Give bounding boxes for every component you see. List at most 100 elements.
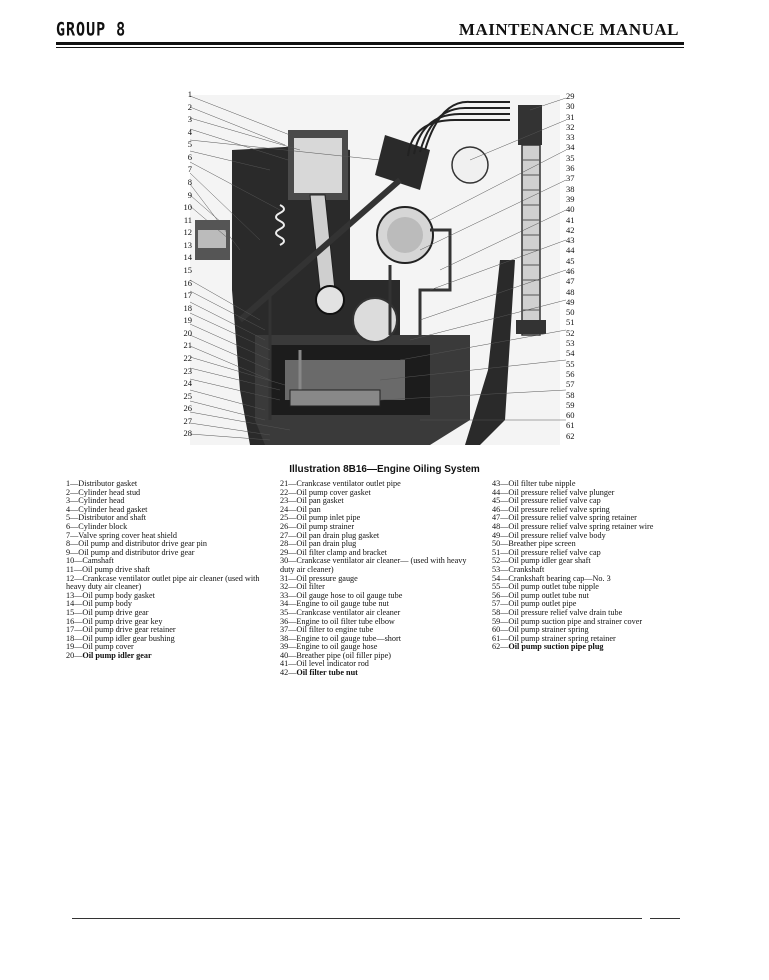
legend-number: 54 bbox=[492, 573, 501, 583]
manual-title: MAINTENANCE MANUAL bbox=[458, 20, 679, 39]
legend-item: 14—Oil pump body bbox=[66, 599, 132, 609]
legend-number: 31 bbox=[280, 573, 289, 583]
header-rule-thin bbox=[56, 47, 684, 48]
legend-item: 8—Oil pump and distributor drive gear pi… bbox=[66, 539, 207, 549]
legend-text: Oil pan drain plug bbox=[296, 539, 357, 549]
legend-number: 12 bbox=[66, 573, 75, 583]
legend-number: 50 bbox=[492, 539, 501, 549]
callout-number: 31 bbox=[566, 111, 575, 122]
legend-item: 13—Oil pump body gasket bbox=[66, 590, 155, 600]
legend-text: Oil pump idler gear shaft bbox=[508, 556, 591, 566]
callout-number: 41 bbox=[566, 214, 575, 225]
legend-number: 18 bbox=[66, 633, 75, 643]
callout-number: 58 bbox=[566, 389, 575, 400]
legend-text: Oil pump outlet tube nut bbox=[508, 590, 589, 600]
legend-number: 38 bbox=[280, 633, 289, 643]
callout-number: 16 bbox=[183, 277, 193, 288]
legend-item: 44—Oil pressure relief valve plunger bbox=[492, 487, 615, 497]
legend-item: 7—Valve spring cover heat shield bbox=[66, 530, 177, 540]
callout-number: 20 bbox=[183, 327, 193, 338]
legend-number: 20 bbox=[66, 650, 75, 660]
callout-number: 15 bbox=[183, 265, 193, 275]
callout-number: 33 bbox=[566, 132, 575, 143]
legend-text: Oil pump suction pipe plug bbox=[508, 642, 604, 652]
legend-text: Oil pump suction pipe and strainer cover bbox=[508, 616, 643, 626]
legend-number: 49 bbox=[492, 530, 501, 540]
callout-number: 35 bbox=[566, 152, 575, 163]
legend-number: 11 bbox=[66, 564, 74, 574]
legend-text: Oil pump strainer spring bbox=[508, 625, 589, 635]
legend-number: 53 bbox=[492, 564, 501, 574]
legend-number: 39 bbox=[280, 642, 289, 652]
legend-number: 57 bbox=[492, 599, 501, 609]
legend-number: 2 bbox=[66, 487, 71, 497]
legend-text: Oil pump inlet pipe bbox=[296, 513, 361, 523]
legend-number: 26 bbox=[280, 521, 289, 531]
legend-number: 58 bbox=[492, 607, 501, 617]
header-rule-thick bbox=[56, 42, 684, 45]
legend-item: 23—Oil pan gasket bbox=[280, 496, 344, 506]
callout-number: 24 bbox=[183, 378, 193, 389]
callout-number: 6 bbox=[187, 151, 192, 162]
legend-text: Oil pressure gauge bbox=[296, 573, 358, 583]
footer-rule bbox=[72, 918, 642, 919]
callout-number: 57 bbox=[566, 379, 575, 390]
legend-text: Oil pump strainer spring retainer bbox=[508, 633, 616, 643]
legend-item: 43—Oil filter tube nipple bbox=[492, 479, 576, 488]
legend-text: Oil pump idler gear bbox=[82, 650, 152, 660]
legend-item: 60—Oil pump strainer spring bbox=[492, 625, 589, 635]
legend-text: Valve spring cover heat shield bbox=[78, 530, 177, 540]
legend-number: 34 bbox=[280, 599, 289, 609]
legend-number: 42 bbox=[280, 668, 289, 678]
legend-number: 56 bbox=[492, 590, 501, 600]
legend-number: 6 bbox=[66, 521, 71, 531]
legend-item: 54—Crankshaft bearing cap—No. 3 bbox=[492, 573, 611, 583]
legend-number: 10 bbox=[66, 556, 75, 566]
legend-text: Oil filter clamp and bracket bbox=[296, 547, 387, 557]
legend-item: 42—Oil filter tube nut bbox=[280, 668, 358, 678]
footer-rule-short bbox=[650, 918, 680, 919]
legend-number: 44 bbox=[492, 487, 501, 497]
legend-text: Oil pressure relief valve spring bbox=[508, 504, 610, 514]
legend-text: Oil pump body gasket bbox=[82, 590, 155, 600]
legend-item: 12—Crankcase ventilator outlet pipe air … bbox=[66, 573, 260, 592]
legend-text: Oil pump drive gear key bbox=[82, 616, 163, 626]
legend-number: 15 bbox=[66, 607, 75, 617]
legend-text: Distributor and shaft bbox=[78, 513, 147, 523]
callout-number: 1 bbox=[187, 89, 192, 99]
callout-number: 32 bbox=[566, 121, 575, 132]
callout-number: 17 bbox=[183, 290, 193, 301]
legend-number: 35 bbox=[280, 607, 289, 617]
legend-item: 33—Oil gauge hose to oil gauge tube bbox=[280, 590, 403, 600]
legend-number: 19 bbox=[66, 642, 75, 652]
legend-item: 17—Oil pump drive gear retainer bbox=[66, 625, 176, 635]
legend-text: Oil pump outlet pipe bbox=[508, 599, 577, 609]
callout-number: 62 bbox=[566, 430, 575, 441]
legend-item: 36—Engine to oil filter tube elbow bbox=[280, 616, 395, 626]
legend-item: 28—Oil pan drain plug bbox=[280, 539, 357, 549]
callout-number: 28 bbox=[183, 428, 193, 439]
callout-number: 53 bbox=[566, 338, 575, 349]
legend-text: Oil pump outlet tube nipple bbox=[508, 582, 599, 592]
callout-number: 3 bbox=[187, 114, 192, 125]
legend-item: 57—Oil pump outlet pipe bbox=[492, 599, 577, 609]
legend-text: Oil pump strainer bbox=[296, 521, 355, 531]
legend-number: 21 bbox=[280, 479, 289, 488]
group-label: GROUP 8 bbox=[56, 17, 127, 41]
legend-item: 9—Oil pump and distributor drive gear bbox=[66, 547, 195, 557]
legend-number: 62 bbox=[492, 642, 501, 652]
callout-number: 37 bbox=[566, 173, 575, 184]
legend-text: Oil pump drive gear retainer bbox=[82, 625, 176, 635]
callout-number: 19 bbox=[183, 315, 193, 326]
legend-item: 25—Oil pump inlet pipe bbox=[280, 513, 361, 523]
callout-number: 45 bbox=[566, 255, 575, 266]
legend-item: 20—Oil pump idler gear bbox=[66, 650, 152, 660]
legend-item: 4—Cylinder head gasket bbox=[66, 504, 148, 514]
legend-text: Oil pan drain plug gasket bbox=[296, 530, 380, 540]
legend-number: 7 bbox=[66, 530, 71, 540]
legend-number: 32 bbox=[280, 582, 289, 592]
legend-number: 13 bbox=[66, 590, 75, 600]
